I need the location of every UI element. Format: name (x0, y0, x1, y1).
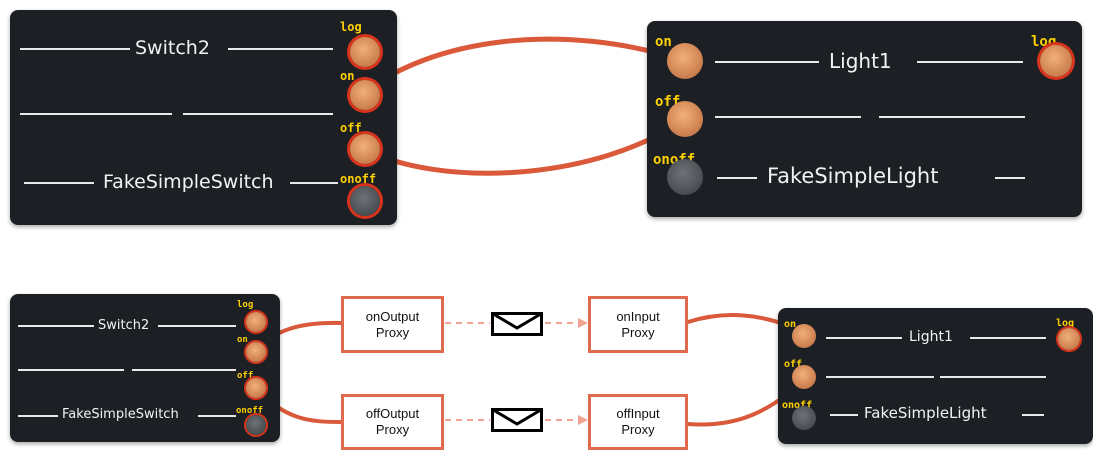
envelope-icon (491, 408, 543, 432)
proxy-name: onOutput (365, 308, 420, 324)
proxy-kind: Proxy (375, 422, 410, 437)
port-label-log: log (1056, 318, 1075, 329)
switch-type: FakeSimpleSwitch (103, 171, 274, 193)
divider (158, 325, 236, 327)
divider (24, 182, 94, 184)
port-off[interactable] (667, 101, 703, 137)
switch-title: Switch2 (98, 318, 150, 333)
divider (18, 369, 124, 371)
divider (20, 113, 172, 115)
on-input-proxy[interactable]: onInput Proxy (588, 296, 688, 353)
divider (715, 61, 819, 63)
divider (18, 325, 94, 327)
port-label-onoff: onoff (782, 400, 813, 411)
proxy-kind: Proxy (375, 324, 410, 340)
port-label-onoff: onoff (340, 172, 377, 186)
port-onoff[interactable] (667, 159, 703, 195)
top-light-panel[interactable]: on Light1 log off onoff FakeSimpleLight (647, 21, 1082, 217)
divider (228, 48, 333, 50)
divider (826, 376, 934, 378)
port-log[interactable] (246, 312, 266, 332)
divider (198, 415, 236, 417)
proxy-kind: Proxy (621, 422, 655, 437)
light-type: FakeSimpleLight (767, 164, 939, 188)
port-onoff[interactable] (246, 415, 266, 435)
switch-title: Switch2 (135, 37, 210, 59)
wire-on-top[interactable] (361, 36, 688, 96)
port-on[interactable] (350, 80, 380, 110)
bottom-switch-panel[interactable]: Switch2 FakeSimpleSwitch log on off onof… (10, 294, 280, 442)
port-label-onoff: onoff (236, 406, 264, 416)
proxy-kind: Proxy (621, 324, 655, 340)
divider (940, 376, 1046, 378)
message-arrow-off (445, 415, 588, 425)
port-label-off: off (340, 121, 362, 135)
light-title: Light1 (829, 49, 892, 73)
port-label-log: log (340, 20, 362, 34)
divider (132, 369, 236, 371)
divider (715, 116, 861, 118)
port-onoff[interactable] (792, 406, 816, 430)
port-on[interactable] (792, 324, 816, 348)
port-on[interactable] (667, 43, 703, 79)
divider (717, 177, 757, 179)
divider (970, 337, 1046, 339)
port-label-off: off (237, 371, 254, 381)
port-onoff[interactable] (350, 186, 380, 216)
divider (917, 61, 1023, 63)
on-output-proxy[interactable]: onOutput Proxy (341, 296, 444, 353)
proxy-name: offInput (616, 406, 660, 421)
light-title: Light1 (909, 329, 953, 345)
port-label-on: on (784, 319, 797, 330)
port-off[interactable] (792, 365, 816, 389)
divider (290, 182, 338, 184)
wire-off-top[interactable] (357, 115, 689, 176)
port-log[interactable] (350, 37, 380, 67)
divider (879, 116, 1025, 118)
port-label-on: on (655, 34, 672, 50)
divider (18, 415, 58, 417)
port-off[interactable] (246, 378, 266, 398)
port-log[interactable] (1040, 45, 1072, 77)
port-label-off: off (784, 359, 803, 370)
light-type: FakeSimpleLight (864, 404, 987, 422)
switch-type: FakeSimpleSwitch (62, 407, 179, 422)
proxy-name: onInput (616, 308, 660, 324)
port-label-on: on (340, 69, 355, 83)
bottom-light-panel[interactable]: on Light1 log off onoff FakeSimpleLight (778, 308, 1093, 444)
port-label-log: log (237, 300, 254, 310)
port-on[interactable] (246, 342, 266, 362)
divider (20, 48, 130, 50)
divider (183, 113, 333, 115)
divider (826, 337, 902, 339)
message-arrow-on (445, 318, 588, 328)
off-input-proxy[interactable]: offInput Proxy (588, 394, 688, 450)
divider (830, 414, 858, 416)
port-label-on: on (237, 335, 248, 345)
proxy-name: offOutput (365, 406, 420, 421)
envelope-icon (491, 312, 543, 336)
off-output-proxy[interactable]: offOutput Proxy (341, 394, 444, 450)
port-log[interactable] (1058, 328, 1080, 350)
top-switch-panel[interactable]: Switch2 FakeSimpleSwitch log on off onof… (10, 10, 397, 225)
divider (995, 177, 1025, 179)
port-off[interactable] (350, 134, 380, 164)
divider (1022, 414, 1044, 416)
